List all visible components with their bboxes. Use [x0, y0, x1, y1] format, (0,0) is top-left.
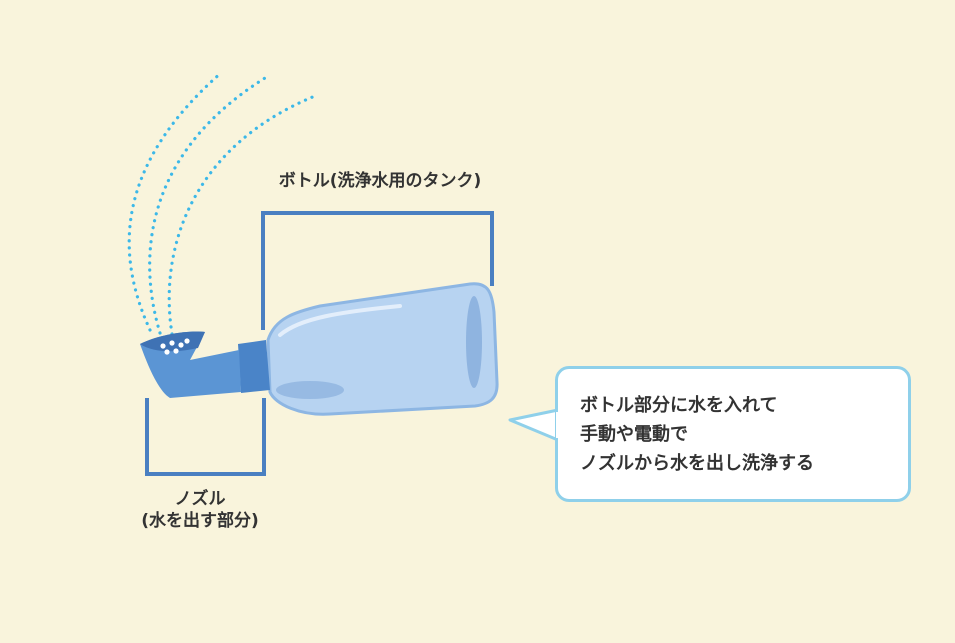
water-spray-icon	[127, 70, 317, 336]
nozzle-icon	[140, 331, 270, 398]
bottle-label: ボトル(洗浄水用のタンク)	[278, 171, 482, 191]
nozzle-bracket	[145, 398, 266, 476]
nozzle-label-line2: (水を出す部分)	[141, 511, 259, 532]
spray-arc-1	[127, 70, 224, 332]
explanation-callout: ボトル部分に水を入れて 手動や電動で ノズルから水を出し洗浄する	[555, 366, 911, 502]
spray-arc-3	[167, 94, 317, 336]
bottle-bottom	[466, 296, 482, 388]
callout-line-3: ノズルから水を出し洗浄する	[580, 453, 814, 474]
callout-line-1: ボトル部分に水を入れて	[580, 395, 778, 416]
callout-text: ボトル部分に水を入れて 手動や電動で ノズルから水を出し洗浄する	[580, 391, 898, 478]
bottle-bracket	[261, 211, 494, 330]
spray-arc-2	[148, 76, 267, 335]
bottle-shadow	[276, 381, 344, 399]
nozzle-cap	[238, 340, 270, 393]
nozzle-label-line1: ノズル	[174, 489, 226, 509]
bottle-highlight	[278, 304, 402, 337]
bottle-icon	[266, 282, 499, 416]
callout-line-2: 手動や電動で	[580, 424, 688, 445]
nozzle-holes	[160, 338, 190, 355]
nozzle-label: ノズル (水を出す部分)	[110, 488, 290, 532]
